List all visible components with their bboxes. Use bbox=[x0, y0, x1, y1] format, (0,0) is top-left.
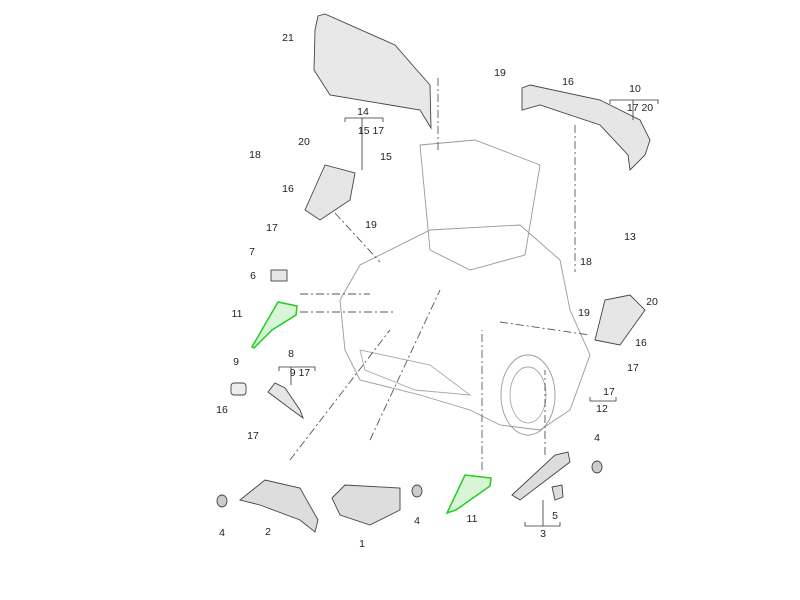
callout-label: 19 bbox=[578, 307, 590, 319]
callout-label: 16 bbox=[562, 76, 574, 88]
callout-label: 17 bbox=[266, 222, 278, 234]
callout-label: 3 bbox=[540, 528, 546, 540]
grille bbox=[359, 349, 472, 396]
callout-label: 16 bbox=[216, 404, 228, 416]
part-12-bracket bbox=[594, 294, 646, 346]
callout-label: 17 bbox=[247, 430, 259, 442]
callout-label: 15 17 bbox=[357, 125, 385, 137]
callout-label: 21 bbox=[282, 32, 294, 44]
callout-label: 6 bbox=[250, 270, 256, 282]
callout-label: 7 bbox=[249, 246, 255, 258]
part-4-grommet bbox=[591, 460, 603, 474]
callout-label: 16 bbox=[282, 183, 294, 195]
callout-label: 19 bbox=[365, 219, 377, 231]
part-21-hood-liner bbox=[313, 13, 432, 130]
callout-label: 1 bbox=[359, 538, 365, 550]
callout-label: 4 bbox=[219, 527, 225, 539]
part-2-liner bbox=[239, 479, 319, 533]
callout-label: 9 bbox=[233, 356, 239, 368]
callout-label: 14 bbox=[357, 106, 369, 118]
part-9-cap bbox=[230, 382, 247, 396]
part-11-right-highlight bbox=[445, 474, 492, 515]
callout-label: 18 bbox=[249, 149, 261, 161]
callout-label: 20 bbox=[298, 136, 310, 148]
part-11-left-highlight bbox=[250, 301, 298, 349]
part-3-liner bbox=[511, 451, 571, 501]
callout-label: 9 17 bbox=[289, 367, 311, 379]
callout-label: 2 bbox=[265, 526, 271, 538]
callout-label: 13 bbox=[624, 231, 636, 243]
part-5-clip bbox=[551, 484, 564, 501]
part-8-bracket bbox=[267, 382, 304, 420]
callout-label: 8 bbox=[288, 348, 294, 360]
callout-label: 10 bbox=[629, 83, 641, 95]
callout-label: 4 bbox=[414, 515, 420, 527]
callout-label: 20 bbox=[646, 296, 658, 308]
part-14-bracket bbox=[304, 164, 356, 221]
part-6-clip bbox=[270, 269, 288, 282]
hood-open bbox=[419, 139, 541, 271]
part-4-grommet bbox=[216, 494, 228, 508]
callout-label: 17 bbox=[627, 362, 639, 374]
callout-label: 19 bbox=[494, 67, 506, 79]
car-body bbox=[339, 224, 591, 431]
callout-label: 11 bbox=[231, 308, 243, 320]
callout-label: 15 bbox=[380, 151, 392, 163]
wheel bbox=[500, 354, 556, 436]
callout-label: 12 bbox=[596, 403, 608, 415]
callout-label: 17 bbox=[603, 386, 615, 398]
callout-label: 16 bbox=[635, 337, 647, 349]
callout-label: 17 20 bbox=[626, 102, 654, 114]
callout-label: 18 bbox=[580, 256, 592, 268]
part-1-liner bbox=[331, 484, 401, 526]
callout-label: 11 bbox=[466, 513, 478, 525]
callout-label: 5 bbox=[552, 510, 558, 522]
callout-label: 4 bbox=[594, 432, 600, 444]
part-4-grommet bbox=[411, 484, 423, 498]
part-10-panel bbox=[521, 84, 651, 171]
